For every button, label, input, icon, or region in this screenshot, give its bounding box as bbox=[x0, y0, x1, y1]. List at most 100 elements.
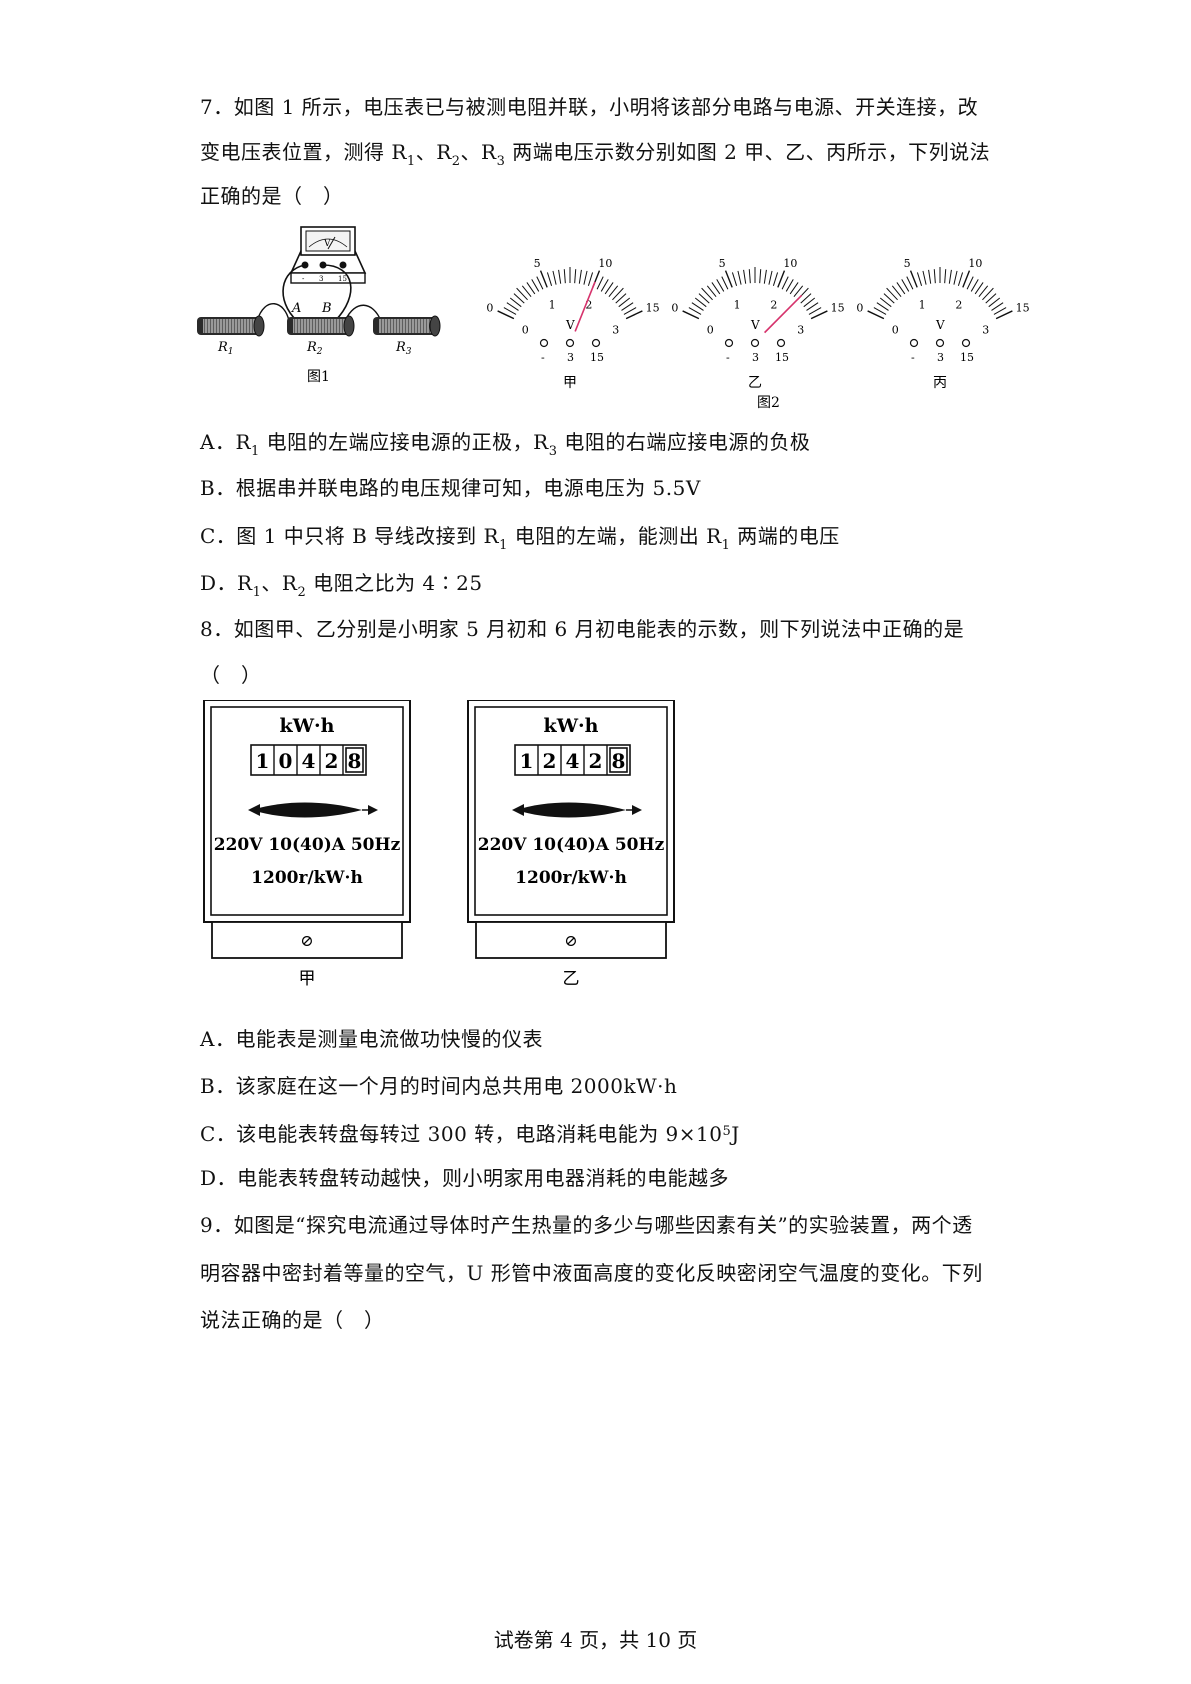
dial-tick bbox=[957, 272, 964, 286]
meter-arrow-head bbox=[368, 805, 378, 815]
meter-screw-icon: ⊘ bbox=[564, 931, 577, 950]
meter-caption: 乙 bbox=[563, 969, 580, 989]
dial-bottom-scale-label: 3 bbox=[612, 324, 619, 337]
dial-bottom-scale-label: 0 bbox=[892, 324, 899, 337]
dial-tick bbox=[901, 279, 910, 292]
dial-tick bbox=[966, 276, 974, 290]
dial-tick bbox=[944, 269, 947, 284]
dial-tick bbox=[721, 276, 729, 290]
dial-unit-label: V bbox=[750, 318, 760, 332]
dial-tick bbox=[810, 310, 828, 320]
dial-tick bbox=[731, 272, 738, 286]
dial-tick bbox=[521, 285, 532, 298]
dial-bottom-scale-label: 0 bbox=[522, 324, 529, 337]
dial-tick bbox=[978, 285, 989, 298]
dial-tick bbox=[876, 302, 889, 311]
q7-option-a[interactable]: A．R1 电阻的左端应接电源的正极，R3 电阻的右端应接电源的负极 bbox=[200, 430, 811, 459]
dial-tick bbox=[933, 269, 936, 284]
q7-option-d[interactable]: D．R1、R2 电阻之比为 4∶25 bbox=[200, 571, 483, 600]
dial-terminal-label: - bbox=[726, 351, 730, 364]
dial-tick bbox=[793, 285, 804, 298]
dial-tick bbox=[716, 279, 725, 292]
dial-terminal bbox=[724, 338, 734, 348]
dial-tick bbox=[688, 307, 702, 315]
dial-bottom-scale-label: 1 bbox=[734, 299, 741, 312]
terminal-15 bbox=[339, 261, 347, 269]
meter-digit-frame bbox=[514, 744, 631, 776]
dial-tick bbox=[583, 270, 588, 285]
q8-option-d[interactable]: D．电能表转盘转动越快，则小明家用电器消耗的电能越多 bbox=[200, 1166, 730, 1190]
point-b-label: B bbox=[321, 301, 332, 316]
meter-arrow-tail bbox=[512, 804, 524, 816]
meter-digit: 1 bbox=[256, 749, 270, 773]
dial-tick bbox=[970, 279, 979, 292]
wire-b bbox=[322, 264, 352, 322]
meter-decimal-box bbox=[609, 747, 628, 773]
dial-tick bbox=[682, 310, 700, 320]
q8-option-a[interactable]: A．电能表是测量电流做功快慢的仪表 bbox=[200, 1027, 543, 1051]
dial-tick bbox=[563, 269, 566, 284]
meter-arrow-head bbox=[632, 805, 642, 815]
dial-tick bbox=[509, 297, 522, 308]
dial-tick bbox=[974, 282, 984, 295]
dial-top-scale-label: 10 bbox=[598, 257, 612, 270]
dial-top-scale-label: 0 bbox=[856, 302, 863, 315]
q7-stem-line-3: 正确的是（ ） bbox=[200, 184, 344, 208]
dial-tick bbox=[503, 307, 517, 315]
figure-1-caption: 图1 bbox=[307, 369, 330, 385]
meter-base bbox=[475, 921, 667, 959]
dial-terminal-label: 3 bbox=[752, 351, 759, 364]
dial-tick bbox=[737, 270, 742, 285]
dial-tick bbox=[526, 282, 536, 295]
dial-tick bbox=[600, 279, 609, 292]
resistor-r3 bbox=[373, 315, 441, 337]
dial-tick bbox=[991, 302, 1004, 311]
dial-tick bbox=[724, 270, 733, 288]
meter-digit: 2 bbox=[325, 749, 339, 773]
meter-rating: 220V 10(40)A 50Hz bbox=[478, 835, 665, 855]
meter-digit: 1 bbox=[520, 749, 534, 773]
q7-option-c[interactable]: C．图 1 中只将 B 导线改接到 R1 电阻的左端，能测出 R1 两端的电压 bbox=[200, 524, 840, 553]
dial-tick bbox=[883, 293, 895, 304]
meter-base bbox=[211, 921, 403, 959]
dial-tick bbox=[759, 269, 762, 284]
dial-tick bbox=[618, 297, 631, 308]
q8-option-b[interactable]: B．该家庭在这一个月的时间内总共用电 2000kW·h bbox=[200, 1074, 678, 1098]
meter-constant: 1200r/kW·h bbox=[515, 868, 627, 888]
dial-tick bbox=[694, 297, 707, 308]
dial-unit-label: V bbox=[565, 318, 575, 332]
r3-label: R3 bbox=[395, 340, 412, 357]
meter-arrow-body bbox=[252, 802, 362, 818]
dial-tick bbox=[531, 279, 540, 292]
q7-option-b[interactable]: B．根据串并联电路的电压规律可知，电源电压为 5.5V bbox=[200, 476, 701, 500]
dial-tick bbox=[772, 272, 779, 286]
dial-bottom-scale-label: 3 bbox=[982, 324, 989, 337]
q7-stem-line-2: 变电压表位置，测得 R1、R2、R3 两端电压示数分别如图 2 甲、乙、丙所示，… bbox=[200, 140, 991, 169]
dial-terminal bbox=[750, 338, 760, 348]
dial-top-scale-label: 5 bbox=[719, 257, 726, 270]
dial-tick bbox=[623, 307, 637, 315]
dial-tick bbox=[506, 302, 519, 311]
dial-top-scale-label: 10 bbox=[783, 257, 797, 270]
dial-needle bbox=[574, 281, 596, 332]
meter-arrow-tail bbox=[248, 804, 260, 816]
dial-terminal-label: 3 bbox=[567, 351, 574, 364]
meter-digit: 8 bbox=[612, 749, 626, 773]
dial-tick bbox=[982, 287, 994, 301]
meter-unit-label: kW·h bbox=[544, 715, 599, 737]
dial-terminal-label: - bbox=[541, 351, 545, 364]
dial-terminal bbox=[776, 338, 786, 348]
dial-tick bbox=[962, 270, 971, 288]
dial-top-scale-label: 0 bbox=[486, 302, 493, 315]
dial-top-scale-label: 5 bbox=[904, 257, 911, 270]
resistor-r1 bbox=[197, 315, 265, 337]
dial-tick bbox=[711, 282, 721, 295]
dial-top-scale-label: 0 bbox=[671, 302, 678, 315]
r2-label: R2 bbox=[306, 340, 323, 357]
dial-tick bbox=[516, 287, 528, 301]
q8-option-c[interactable]: C．该电能表转盘每转过 300 转，电路消耗电能为 9×105J bbox=[200, 1122, 740, 1146]
dial-tick bbox=[906, 276, 914, 290]
